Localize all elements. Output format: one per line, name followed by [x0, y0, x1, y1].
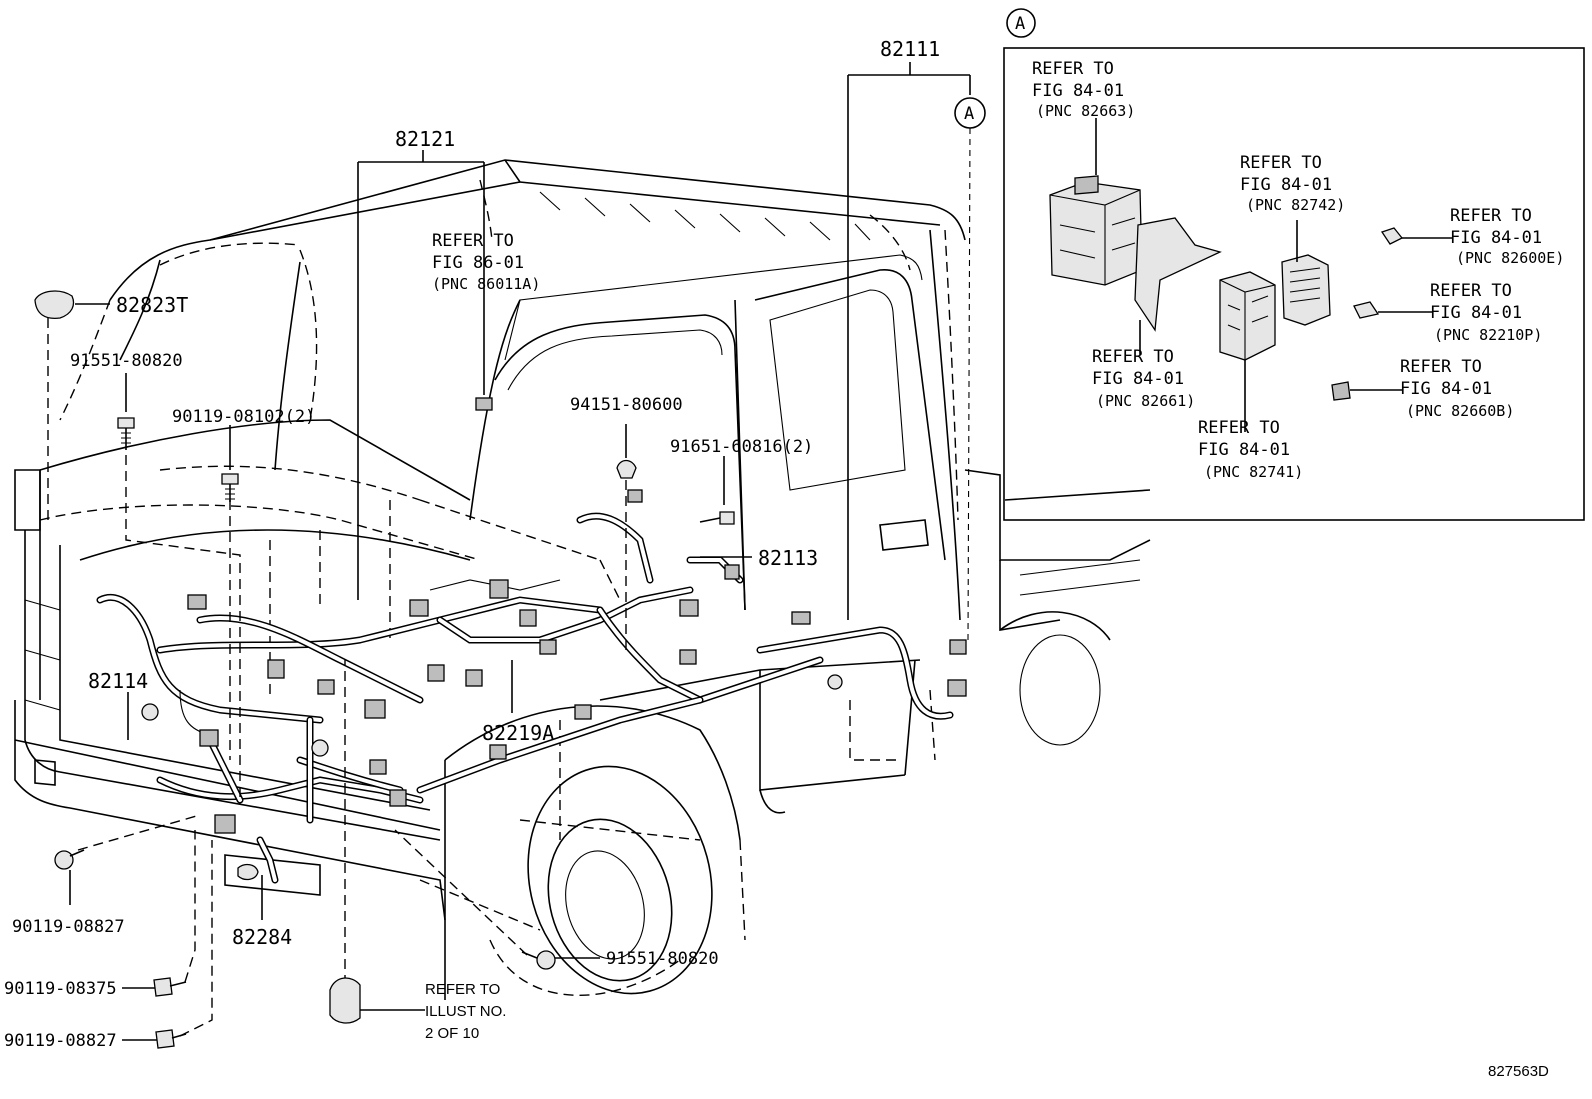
- refer-illust-line2: ILLUST NO.: [425, 1003, 506, 1020]
- inset-ref-82741-line3: (PNC 82741): [1204, 463, 1303, 481]
- labels: A A 82111 82121 82823T 91551-80820 90119…: [4, 8, 1564, 1080]
- wire-harness: [96, 512, 954, 884]
- truck-cab-outline: [14, 159, 1151, 1000]
- inset-ref-82742-line3: (PNC 82742): [1246, 196, 1345, 214]
- cover-82661: [1134, 217, 1222, 332]
- refer-fig86-line1: REFER TO: [432, 231, 514, 251]
- inset-panel: [1003, 47, 1585, 521]
- label-82823t: 82823T: [116, 293, 188, 317]
- illust-ref-part: [329, 977, 361, 1024]
- bolt-91551-top: [117, 417, 135, 450]
- leader-lines: [47, 62, 986, 1041]
- inset-ref-82741-line2: FIG 84-01: [1198, 440, 1290, 460]
- sensor-82284: [237, 863, 259, 881]
- bolt-90119-08375: [153, 977, 187, 997]
- label-90119-08827-bottom: 90119-08827: [4, 1031, 117, 1051]
- inset-ref-82661-line1: REFER TO: [1092, 347, 1174, 367]
- label-82219a: 82219A: [482, 721, 554, 745]
- refer-fig86-line3: (PNC 86011A): [432, 275, 540, 293]
- inset-ref-82661-line3: (PNC 82661): [1096, 392, 1195, 410]
- label-91551-80820-top: 91551-80820: [70, 351, 183, 371]
- fuse-82210p: [1353, 301, 1380, 319]
- inset-ref-82742-line2: FIG 84-01: [1240, 175, 1332, 195]
- hidden-body-lines: [39, 179, 959, 931]
- hardware-parts: [34, 290, 735, 1049]
- inset-ref-82741-line1: REFER TO: [1198, 418, 1280, 438]
- label-82113: 82113: [758, 546, 818, 570]
- label-82111: 82111: [880, 37, 940, 61]
- bolt-90119-08102: [221, 473, 239, 502]
- grommet-82823t: [34, 290, 75, 320]
- refer-fig86-line2: FIG 86-01: [432, 253, 524, 273]
- inset-ref-82210p-line3: (PNC 82210P): [1434, 326, 1542, 344]
- circle-a-main-label: A: [964, 104, 974, 124]
- inset-ref-82660b-line2: FIG 84-01: [1400, 379, 1492, 399]
- inset-ref-82663-line1: REFER TO: [1032, 59, 1114, 79]
- inset-ref-82600e-line3: (PNC 82600E): [1456, 249, 1564, 267]
- label-94151-80600: 94151-80600: [570, 395, 683, 415]
- circle-a-inset-label: A: [1015, 14, 1025, 34]
- label-82114: 82114: [88, 669, 148, 693]
- bolt-91551-bottom: [521, 950, 556, 970]
- relay-82660b: [1331, 381, 1351, 401]
- inset-ref-82660b-line3: (PNC 82660B): [1406, 402, 1514, 420]
- label-82121: 82121: [395, 127, 455, 151]
- label-90119-08375: 90119-08375: [4, 979, 117, 999]
- inset-ref-82210p-line1: REFER TO: [1430, 281, 1512, 301]
- relay-block-82741: [1219, 271, 1276, 361]
- inset-ref-82600e-line1: REFER TO: [1450, 206, 1532, 226]
- inset-ref-82600e-line2: FIG 84-01: [1450, 228, 1542, 248]
- label-91651-60816: 91651-60816(2): [670, 437, 813, 457]
- inset-ref-82660b-line1: REFER TO: [1400, 357, 1482, 377]
- bolt-90119-08827-left: [54, 849, 85, 870]
- refer-illust-line1: REFER TO: [425, 981, 500, 998]
- clip-94151: [616, 459, 637, 479]
- label-82284: 82284: [232, 925, 292, 949]
- inset-ref-82210p-line2: FIG 84-01: [1430, 303, 1522, 323]
- refer-illust-line3: 2 OF 10: [425, 1025, 479, 1042]
- label-91551-80820-bottom: 91551-80820: [606, 949, 719, 969]
- inset-ref-82663-line2: FIG 84-01: [1032, 81, 1124, 101]
- fuse-82600e: [1380, 227, 1404, 245]
- inset-ref-82742-line1: REFER TO: [1240, 153, 1322, 173]
- label-90119-08827-left: 90119-08827: [12, 917, 125, 937]
- harness-connectors: [141, 397, 967, 834]
- bolt-90119-08827-bottom: [155, 1029, 187, 1049]
- inset-ref-82661-line2: FIG 84-01: [1092, 369, 1184, 389]
- label-90119-08102: 90119-08102(2): [172, 407, 315, 427]
- inset-ref-82663-line3: (PNC 82663): [1036, 102, 1135, 120]
- screw-91651: [699, 511, 735, 525]
- illustration-number: 827563D: [1488, 1063, 1549, 1080]
